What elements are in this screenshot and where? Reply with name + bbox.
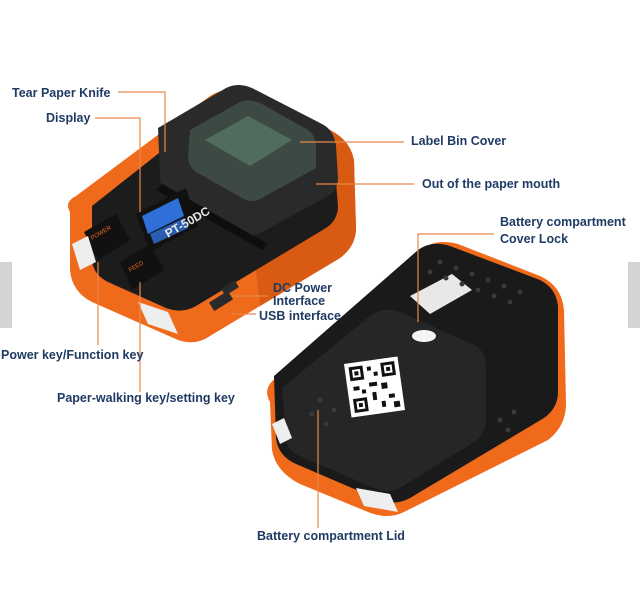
- label-power-key: Power key/Function key: [1, 348, 144, 362]
- label-battery-cover-lock-line1: Battery compartment: [500, 215, 626, 229]
- label-paper-walking-key: Paper-walking key/setting key: [57, 391, 235, 405]
- next-arrow-tab[interactable]: [628, 262, 640, 328]
- label-usb-interface: USB interface: [259, 309, 341, 323]
- leader-lines: [95, 91, 494, 528]
- label-display: Display: [46, 111, 91, 125]
- label-battery-cover-lock-line2: Cover Lock: [500, 232, 569, 246]
- printer-back: [267, 242, 566, 516]
- label-battery-lid: Battery compartment Lid: [257, 529, 405, 543]
- label-out-of-paper-mouth: Out of the paper mouth: [422, 177, 561, 191]
- label-label-bin-cover: Label Bin Cover: [411, 134, 507, 148]
- prev-arrow-tab[interactable]: [0, 262, 12, 328]
- label-dc-power-line1: DC Power: [273, 281, 333, 295]
- qr-code: [344, 356, 405, 418]
- label-dc-power-line2: Interface: [273, 294, 326, 308]
- label-tear-paper-knife: Tear Paper Knife: [12, 86, 111, 100]
